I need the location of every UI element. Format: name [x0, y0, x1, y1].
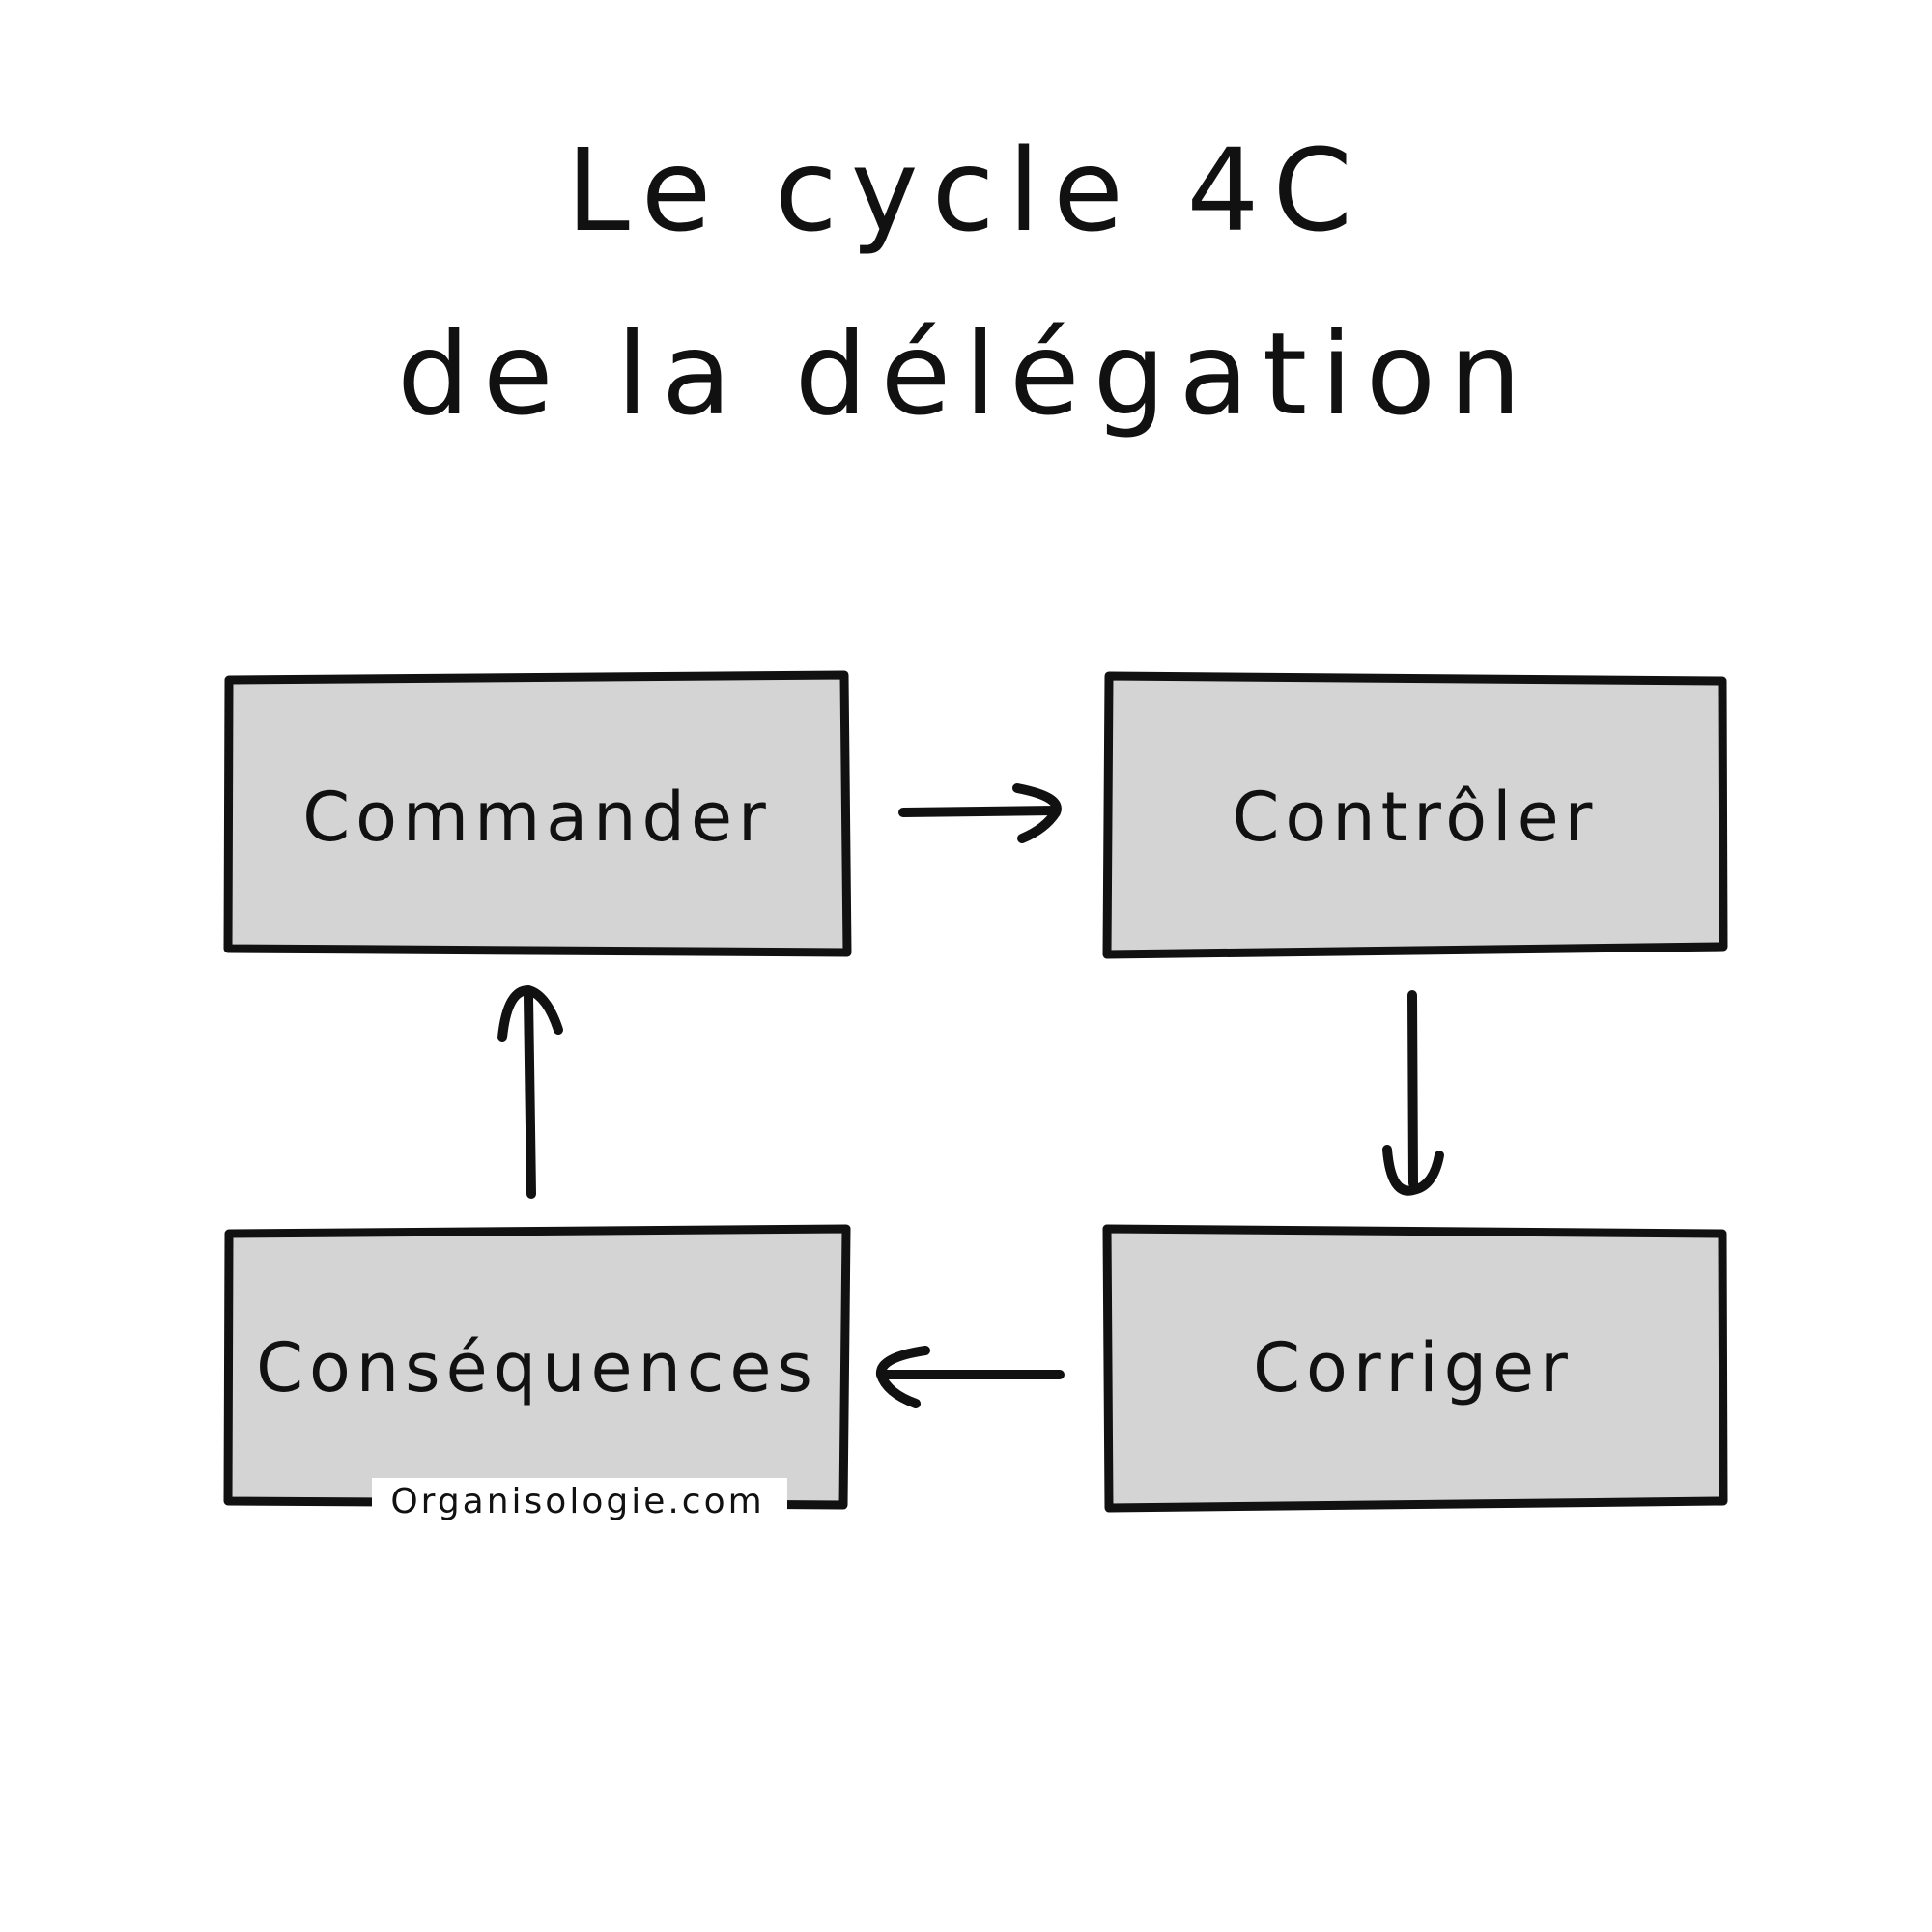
step-controler: Contrôler: [1102, 671, 1728, 959]
watermark: Organisologie.com: [390, 1482, 764, 1521]
arrow-left-icon: [876, 1346, 1065, 1408]
step-label: Corriger: [1253, 1328, 1574, 1407]
arrow-up-icon: [497, 985, 563, 1199]
step-label: Commander: [302, 778, 772, 857]
step-label: Contrôler: [1233, 778, 1599, 857]
title-line-1: Le cycle 4C: [566, 124, 1366, 257]
title-line-2: de la délégation: [397, 307, 1535, 440]
step-commander: Commander: [223, 670, 852, 957]
arrow-right-icon: [898, 783, 1062, 843]
arrow-down-icon: [1382, 990, 1444, 1196]
step-corriger: Corriger: [1102, 1224, 1728, 1513]
step-consequences: Conséquences Organisologie.com: [223, 1224, 851, 1524]
step-label: Conséquences: [256, 1328, 818, 1407]
watermark-background: [372, 1478, 787, 1524]
